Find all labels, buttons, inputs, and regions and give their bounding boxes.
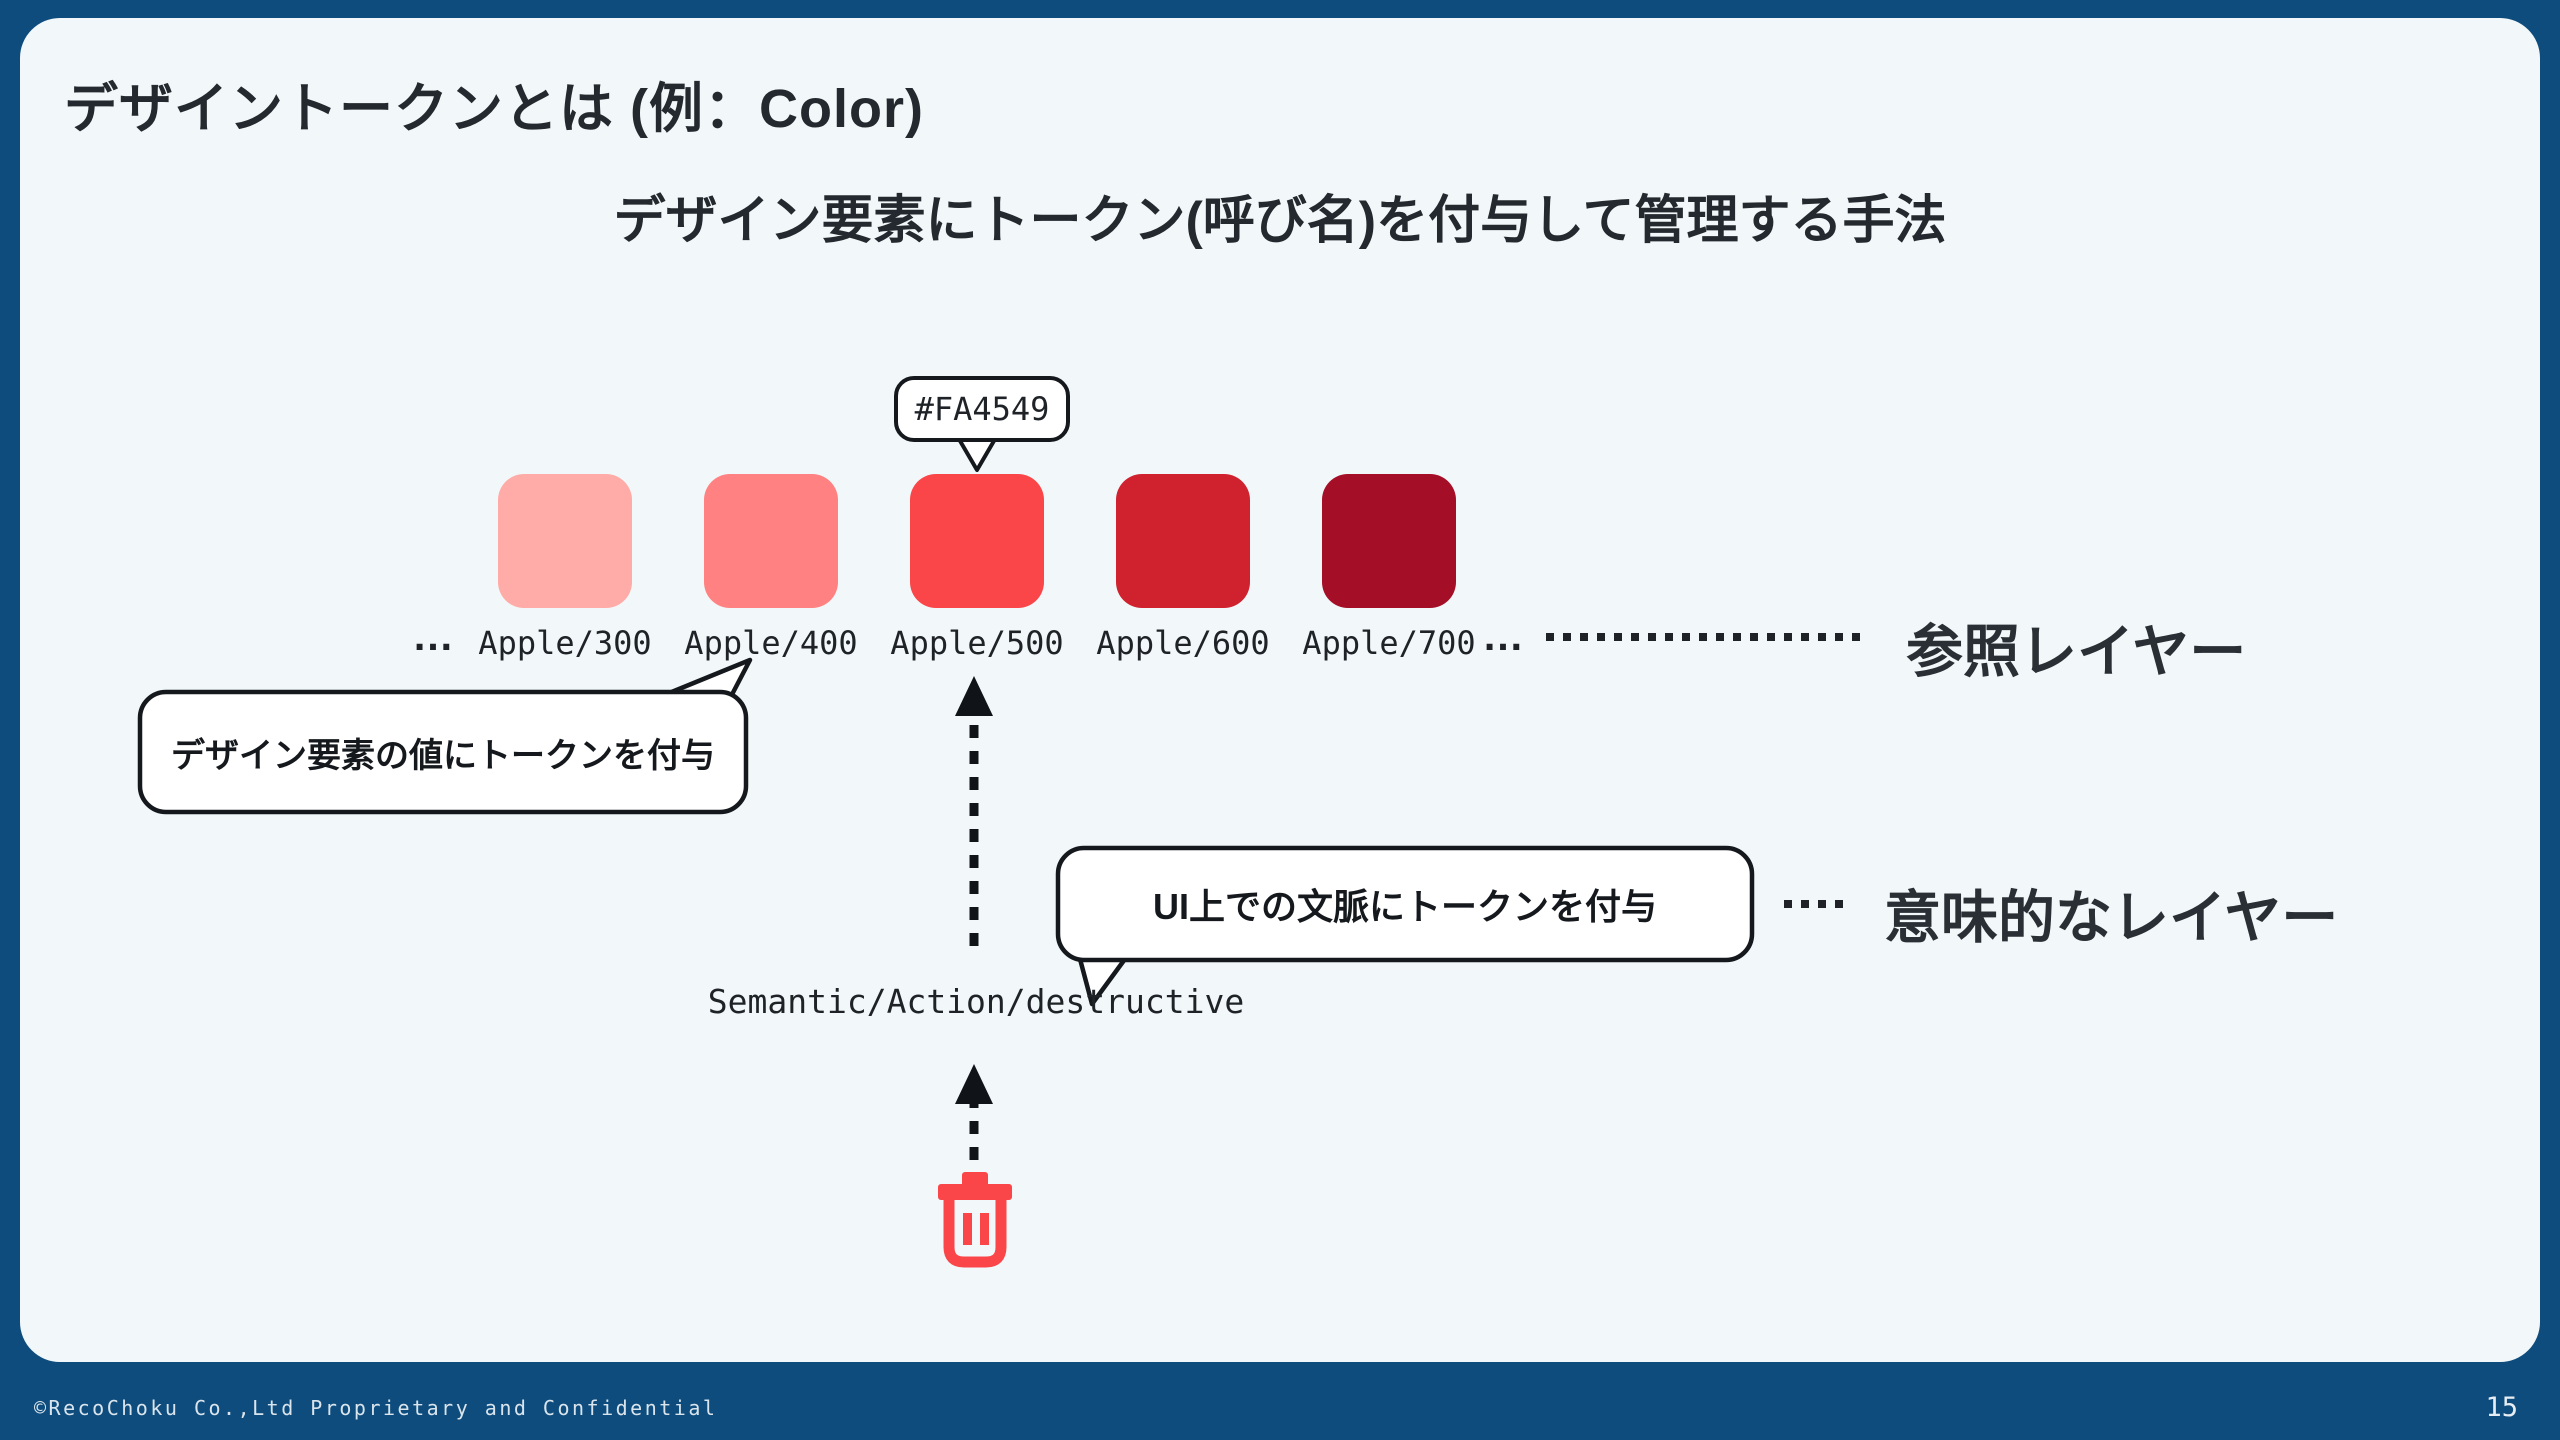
swatch-label-apple-600: Apple/600 (1096, 624, 1270, 662)
slide-subtitle: デザイン要素にトークン(呼び名)を付与して管理する手法 (613, 192, 1947, 250)
value-callout-text: デザイン要素の値にトークンを付与 (171, 736, 715, 775)
swatch-apple-400[interactable] (704, 474, 838, 608)
swatch-label-apple-400: Apple/400 (684, 624, 858, 662)
swatch-apple-700[interactable] (1322, 474, 1456, 608)
palette-ellipsis-right: … (1482, 612, 1524, 659)
swatch-apple-500[interactable] (910, 474, 1044, 608)
swatch-label-apple-700: Apple/700 (1302, 624, 1476, 662)
swatch-apple-600[interactable] (1116, 474, 1250, 608)
swatch-label-apple-500: Apple/500 (890, 624, 1064, 662)
footer-page-number: 15 (2485, 1392, 2518, 1423)
slide-title: デザイントークンとは (例：Color) (64, 79, 924, 139)
palette-ellipsis-left: … (412, 612, 454, 659)
tooltip-color-value: #FA4549 (914, 390, 1050, 428)
reference-layer-heading: 参照レイヤー (1906, 620, 2247, 684)
swatch-apple-300[interactable] (498, 474, 632, 608)
footer-copyright: ©RecoChoku Co.,Ltd Proprietary and Confi… (34, 1396, 718, 1420)
semantic-token-name: Semantic/Action/destructive (707, 982, 1245, 1021)
context-callout-text: UI上での文脈にトークンを付与 (1152, 886, 1657, 927)
semantic-layer-heading: 意味的なレイヤー (1884, 886, 2339, 950)
swatch-label-apple-300: Apple/300 (478, 624, 652, 662)
